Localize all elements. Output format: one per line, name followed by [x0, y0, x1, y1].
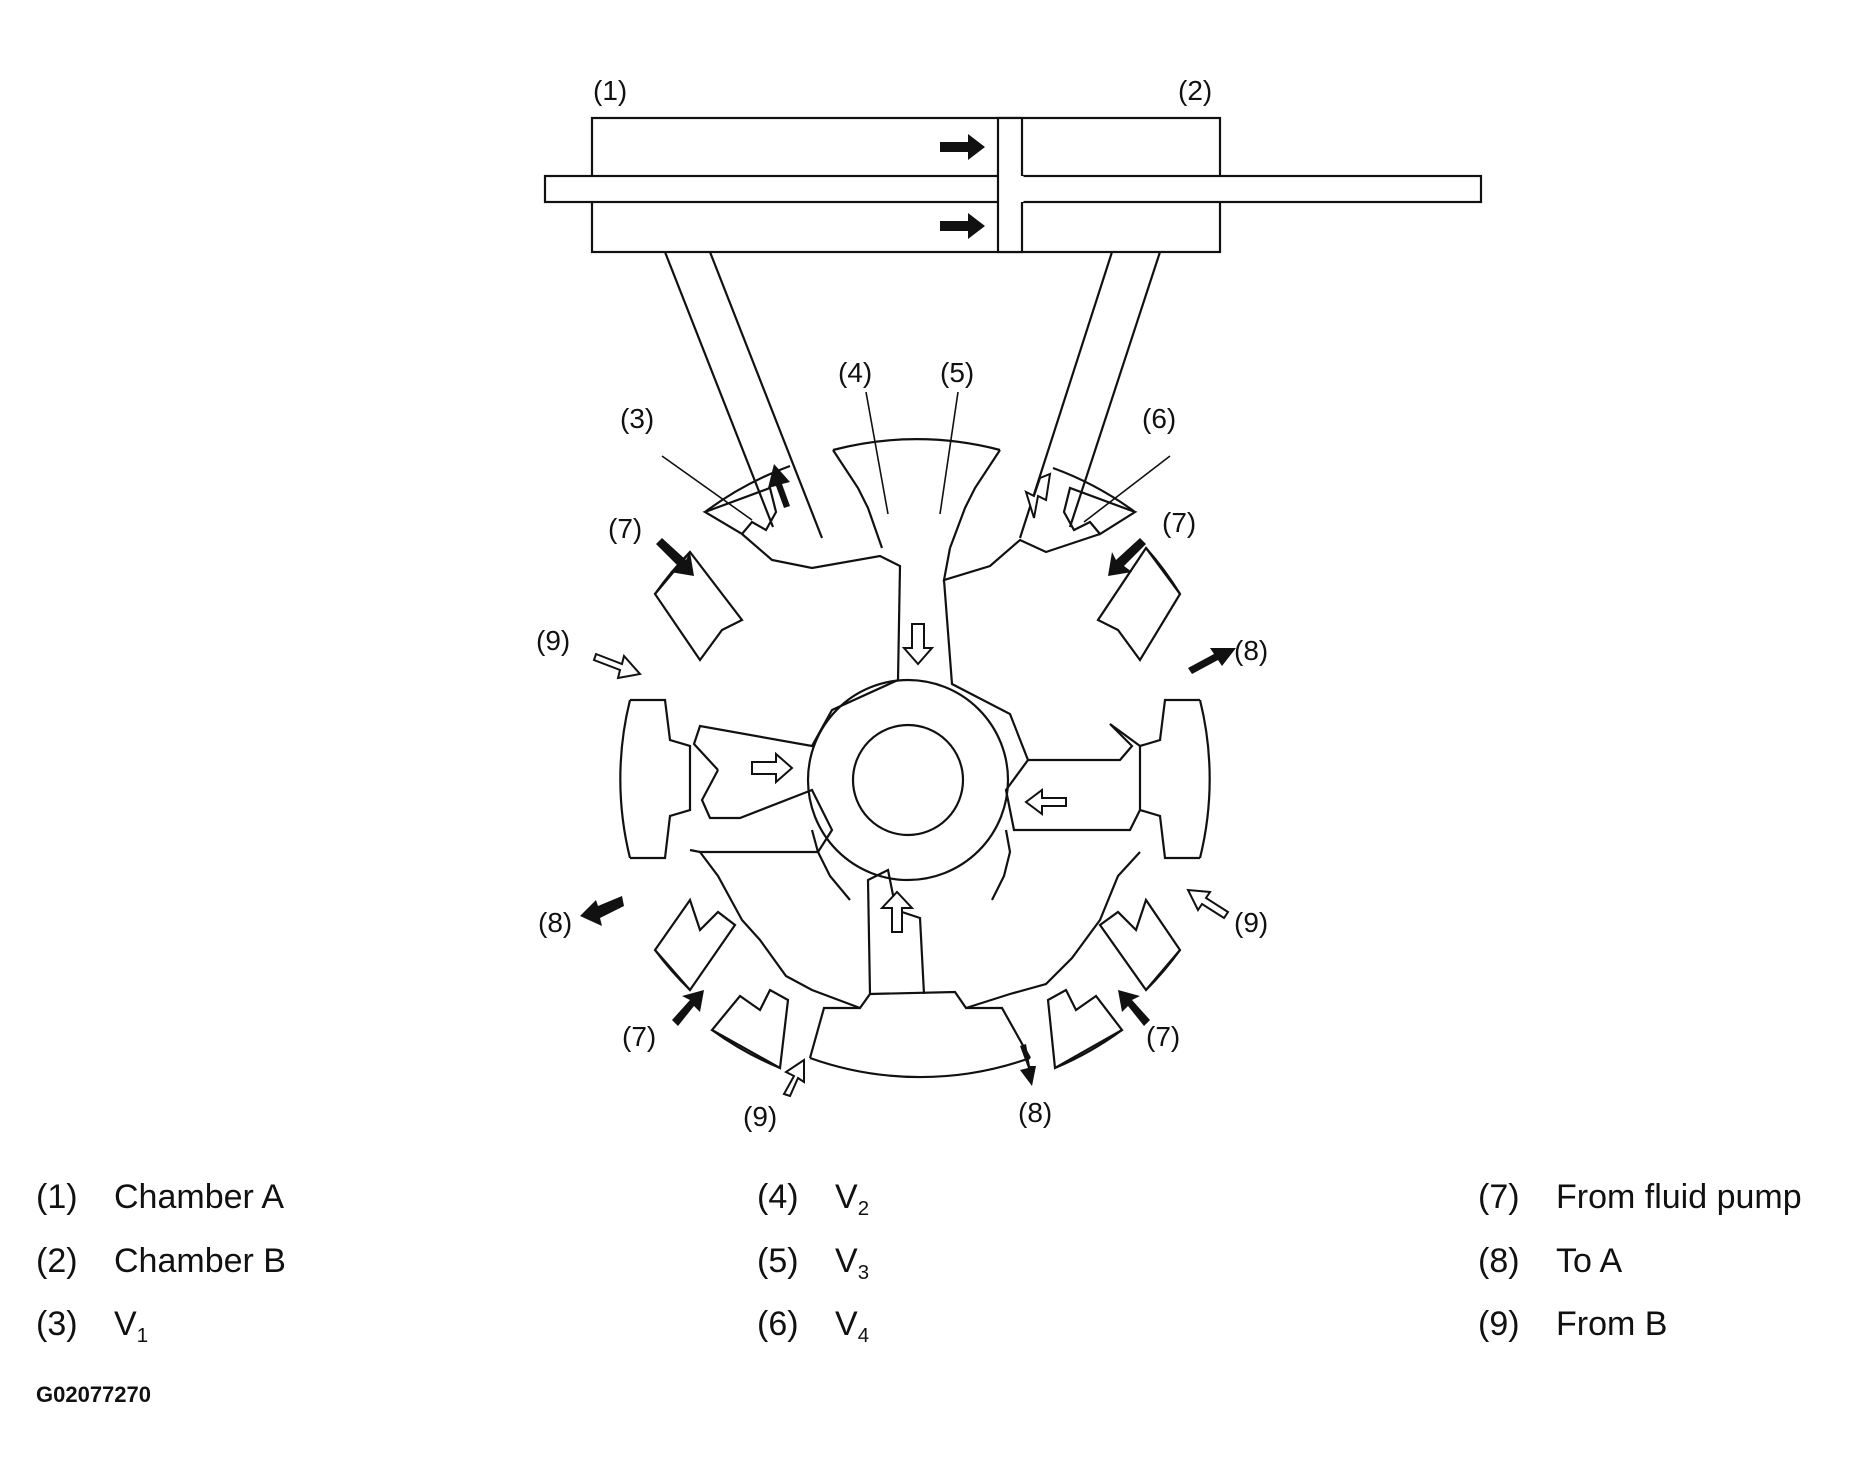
- callout-9-bottom: (9): [743, 1101, 777, 1132]
- legend-text: From fluid pump: [1556, 1178, 1802, 1216]
- legend-item-4: (4) V2: [757, 1178, 869, 1221]
- callout-9-right: (9): [1234, 907, 1268, 938]
- legend-subscript: 3: [857, 1262, 870, 1285]
- legend-number: (2): [36, 1242, 78, 1280]
- callout-7-top-left: (7): [608, 513, 642, 544]
- legend-text: V: [835, 1178, 858, 1216]
- legend-item-2: (2) Chamber B: [36, 1242, 286, 1281]
- legend-number: (1): [36, 1178, 78, 1216]
- callout-7-top-right: (7): [1162, 507, 1196, 538]
- figure-id: G02077270: [36, 1382, 151, 1407]
- callout-labels: (1) (2) (3) (4) (5) (6) (7) (7) (9) (8) …: [536, 75, 1268, 1132]
- callout-2: (2): [1178, 75, 1212, 106]
- legend-item-7: (7) From fluid pump: [1478, 1178, 1802, 1217]
- legend-number: (4): [757, 1178, 799, 1216]
- legend-subscript: 4: [857, 1325, 870, 1348]
- chamber-flow-arrows: [940, 134, 985, 239]
- callout-8-bottom: (8): [1018, 1097, 1052, 1128]
- callout-3: (3): [620, 403, 654, 434]
- open-flow-arrows: [592, 472, 1230, 1098]
- legend-item-8: (8) To A: [1478, 1242, 1622, 1281]
- legend-item-1: (1) Chamber A: [36, 1178, 284, 1217]
- power-cylinder: [543, 116, 1483, 254]
- legend-number: (3): [36, 1305, 78, 1343]
- legend-number: (9): [1478, 1305, 1520, 1343]
- fluid-passages: [663, 251, 1162, 539]
- legend-number: (5): [757, 1242, 799, 1280]
- legend-subscript: 2: [857, 1198, 870, 1221]
- legend-text: V: [835, 1242, 858, 1280]
- callout-4: (4): [838, 357, 872, 388]
- callout-1: (1): [593, 75, 627, 106]
- legend-item-3: (3) V1: [36, 1305, 148, 1348]
- legend-subscript: 1: [136, 1325, 149, 1348]
- legend-item-9: (9) From B: [1478, 1305, 1667, 1344]
- legend-text: Chamber A: [114, 1178, 285, 1216]
- callout-7-bottom-left: (7): [622, 1021, 656, 1052]
- callout-9-left: (9): [536, 625, 570, 656]
- callout-8-right: (8): [1234, 635, 1268, 666]
- legend-text: Chamber B: [114, 1242, 286, 1280]
- solid-flow-arrows: [580, 464, 1236, 1086]
- legend-text: To A: [1556, 1242, 1623, 1280]
- legend-number: (8): [1478, 1242, 1520, 1280]
- leader-lines: [661, 391, 1171, 523]
- legend-number: (7): [1478, 1178, 1520, 1216]
- legend-text: V: [114, 1305, 137, 1343]
- legend-item-6: (6) V4: [757, 1305, 869, 1348]
- callout-5: (5): [940, 357, 974, 388]
- legend-text: From B: [1556, 1305, 1668, 1343]
- legend-text: V: [835, 1305, 858, 1343]
- valve-body: [619, 438, 1211, 1079]
- callout-7-bottom-right: (7): [1146, 1021, 1180, 1052]
- callout-6: (6): [1142, 403, 1176, 434]
- legend-number: (6): [757, 1305, 799, 1343]
- callout-8-left: (8): [538, 907, 572, 938]
- legend-item-5: (5) V3: [757, 1242, 869, 1285]
